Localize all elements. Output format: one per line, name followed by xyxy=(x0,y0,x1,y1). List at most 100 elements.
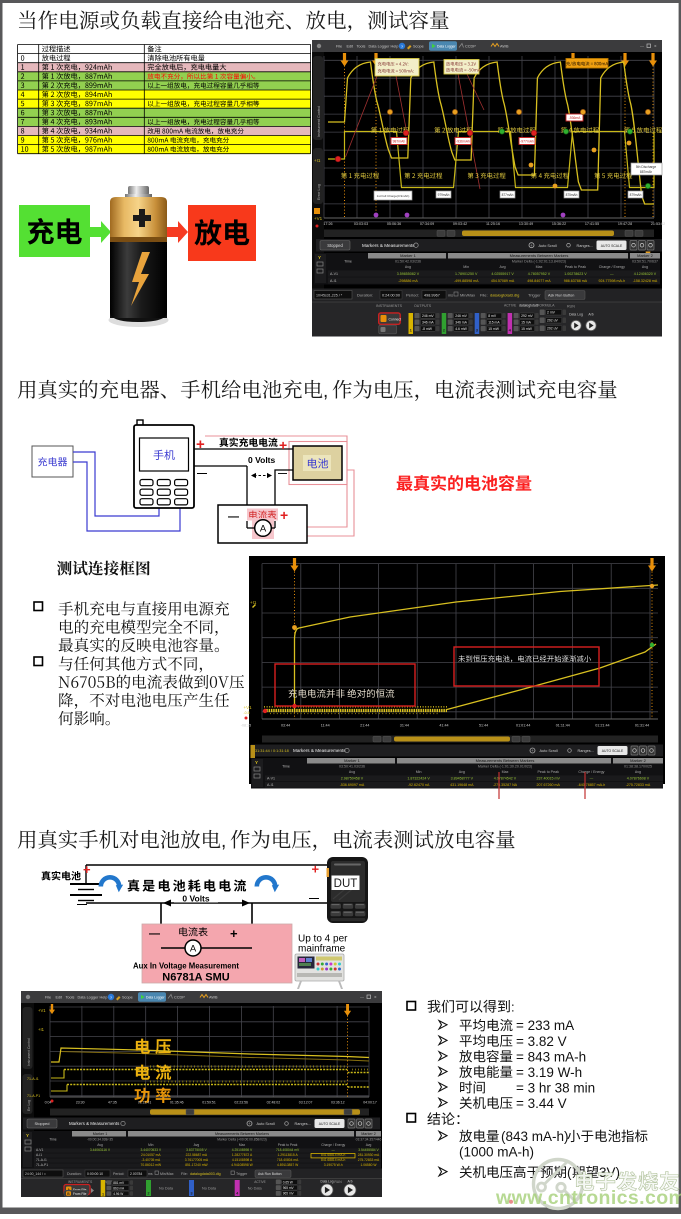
svg-text:1: 1 xyxy=(102,1193,104,1197)
svg-text:Charge / Energy: Charge / Energy xyxy=(599,265,625,269)
svg-text:mainframe: mainframe xyxy=(298,944,346,955)
svg-text:CCDP: CCDP xyxy=(174,996,185,1000)
svg-text:Charge / Energy: Charge / Energy xyxy=(321,1143,345,1147)
svg-text:File: File xyxy=(45,996,51,1000)
svg-text:Ask Run Button: Ask Run Button xyxy=(258,1172,282,1176)
svg-text:3: 3 xyxy=(190,1191,193,1196)
svg-text:51:44: 51:44 xyxy=(479,724,488,728)
svg-text:AUTO SCALE: AUTO SCALE xyxy=(601,244,623,248)
svg-text:01:11:44: 01:11:44 xyxy=(556,724,570,728)
svg-text:237.40015 mV: 237.40015 mV xyxy=(537,777,561,781)
svg-text:Auto Scroll: Auto Scroll xyxy=(540,749,559,753)
svg-text:—: — xyxy=(149,928,160,940)
svg-text:15 mA: 15 mA xyxy=(521,320,532,324)
svg-text:,: , xyxy=(323,381,328,402)
svg-text:Edit: Edit xyxy=(347,45,354,49)
svg-text:Period:: Period: xyxy=(113,1172,124,1176)
svg-text:01:50:42.03/236: 01:50:42.03/236 xyxy=(395,260,421,264)
svg-text:3.44070533 V: 3.44070533 V xyxy=(141,1148,162,1152)
svg-text:03:50:51.70/637: 03:50:51.70/637 xyxy=(632,260,658,264)
svg-text:+V1: +V1 xyxy=(314,216,323,221)
svg-text:41:44: 41:44 xyxy=(439,724,448,728)
svg-text:+V1: +V1 xyxy=(244,705,253,710)
svg-text:Avg: Avg xyxy=(349,770,355,774)
svg-text:1: 1 xyxy=(410,328,413,333)
svg-text:10/45s31,225 / *: 10/45s31,225 / * xyxy=(316,294,343,298)
svg-text:×: × xyxy=(374,995,377,1000)
svg-text:0:04: 0:04 xyxy=(45,1101,52,1105)
svg-text:= 843 mA-h: = 843 mA-h xyxy=(516,1049,586,1064)
svg-text::: : xyxy=(511,1000,515,1015)
svg-text:Trigger: Trigger xyxy=(528,293,541,298)
svg-text:346 mA: 346 mA xyxy=(422,320,434,324)
svg-text:987mAh: 987mAh xyxy=(393,140,406,144)
svg-text:Instrument Control: Instrument Control xyxy=(317,106,321,137)
svg-text:1.29113815 A: 1.29113815 A xyxy=(278,1153,299,1157)
svg-text:Marker 1: Marker 1 xyxy=(93,1132,108,1136)
svg-text:Marker Delta (-1:02:01:13.84/0: Marker Delta (-1:02:01:13.84/023) xyxy=(512,260,566,264)
svg-text:979mAh: 979mAh xyxy=(438,193,450,197)
svg-text:—: — xyxy=(610,272,614,276)
svg-text:11:44: 11:44 xyxy=(321,724,330,728)
svg-text:Ranges...: Ranges... xyxy=(578,749,594,753)
svg-text:Peak to Peak: Peak to Peak xyxy=(538,770,560,774)
svg-text:01:01:44: 01:01:44 xyxy=(516,724,530,728)
svg-text:1.28277872 A: 1.28277872 A xyxy=(232,1153,253,1157)
svg-text:115 mA: 115 mA xyxy=(488,320,500,324)
svg-text:AUTO SCALE: AUTO SCALE xyxy=(319,1122,341,1126)
svg-text:B: B xyxy=(67,1192,70,1196)
svg-text:275.72833 mA: 275.72833 mA xyxy=(358,1158,380,1162)
svg-text:3.54455584 V: 3.54455584 V xyxy=(358,1148,379,1152)
svg-text:Min: Min xyxy=(416,770,422,774)
svg-text:875mAh: 875mAh xyxy=(566,193,578,197)
svg-text:A: A xyxy=(260,524,267,535)
svg-text:47:35: 47:35 xyxy=(108,1101,117,1105)
svg-text:-977mAh: -977mAh xyxy=(520,140,534,144)
svg-text:Measurements Between Markers: Measurements Between Markers xyxy=(476,758,535,763)
svg-text:A: A xyxy=(67,1188,70,1192)
svg-text:31:31:44 / 0:1:31:18: 31:31:44 / 0:1:31:18 xyxy=(255,749,289,753)
svg-text:4.89113857 W: 4.89113857 W xyxy=(277,1163,299,1167)
svg-text:Avg: Avg xyxy=(500,265,506,269)
svg-text:965 mV: 965 mV xyxy=(283,1186,295,1190)
svg-text:Help: Help xyxy=(391,45,399,49)
svg-text:292 uV: 292 uV xyxy=(547,327,558,331)
svg-text:Aux In Voltage Measurement: Aux In Voltage Measurement xyxy=(133,962,239,971)
svg-text:FORMULA: FORMULA xyxy=(537,304,555,308)
svg-text:OUTPUTS: OUTPUTS xyxy=(103,1180,120,1184)
svg-text:09:03:42: 09:03:42 xyxy=(453,222,467,226)
svg-text:+I1: +I1 xyxy=(38,1027,45,1032)
svg-text:13:30:49: 13:30:49 xyxy=(519,222,533,226)
svg-text:-298886 mA: -298886 mA xyxy=(398,279,418,283)
svg-text:3: 3 xyxy=(476,328,479,333)
svg-text:19:47:28: 19:47:28 xyxy=(618,222,632,226)
svg-text:Measurements Between Markers: Measurements Between Markers xyxy=(215,1132,269,1136)
svg-text:01:38:38.170/025: 01:38:38.170/025 xyxy=(624,765,652,769)
svg-text:Arb: Arb xyxy=(588,313,593,317)
svg-text:2.00784: 2.00784 xyxy=(130,1172,142,1176)
svg-text:N6781A SMU: N6781A SMU xyxy=(162,972,230,984)
svg-text:—: — xyxy=(77,899,87,910)
svg-text:Max: Max xyxy=(502,770,509,774)
svg-text:Markers & Measurements: Markers & Measurements xyxy=(293,748,346,753)
svg-text:-499.88598 mA: -499.88598 mA xyxy=(454,279,479,283)
svg-text:+: + xyxy=(280,507,288,523)
svg-text:File: File xyxy=(336,45,342,49)
svg-text:70.86012 mW: 70.86012 mW xyxy=(141,1163,162,1167)
svg-text:-275.35287 NA: -275.35287 NA xyxy=(493,783,518,787)
svg-text:Charge / Energy: Charge / Energy xyxy=(578,770,604,774)
svg-text:datalogtotal3.dlg: datalogtotal3.dlg xyxy=(490,293,519,298)
svg-text:×: × xyxy=(654,44,657,49)
svg-text:1.06580 W: 1.06580 W xyxy=(361,1163,378,1167)
svg-text:1.87322424 V: 1.87322424 V xyxy=(407,777,430,781)
svg-text:4.02555917 V: 4.02555917 V xyxy=(491,272,514,276)
svg-text:498.84077 mA: 498.84077 mA xyxy=(527,279,551,283)
svg-text:965 mV: 965 mV xyxy=(283,1192,295,1196)
svg-text:-536.69097 mA: -536.69097 mA xyxy=(340,783,365,787)
svg-text:0.65 W: 0.65 W xyxy=(283,1180,293,1184)
svg-text:= 3.82 V: = 3.82 V xyxy=(516,1034,567,1049)
svg-text:4: 4 xyxy=(236,1191,239,1196)
svg-text:03:03:03: 03:03:03 xyxy=(354,222,368,226)
svg-text:No Data: No Data xyxy=(248,1187,263,1191)
svg-text:Y: Y xyxy=(26,1133,29,1138)
